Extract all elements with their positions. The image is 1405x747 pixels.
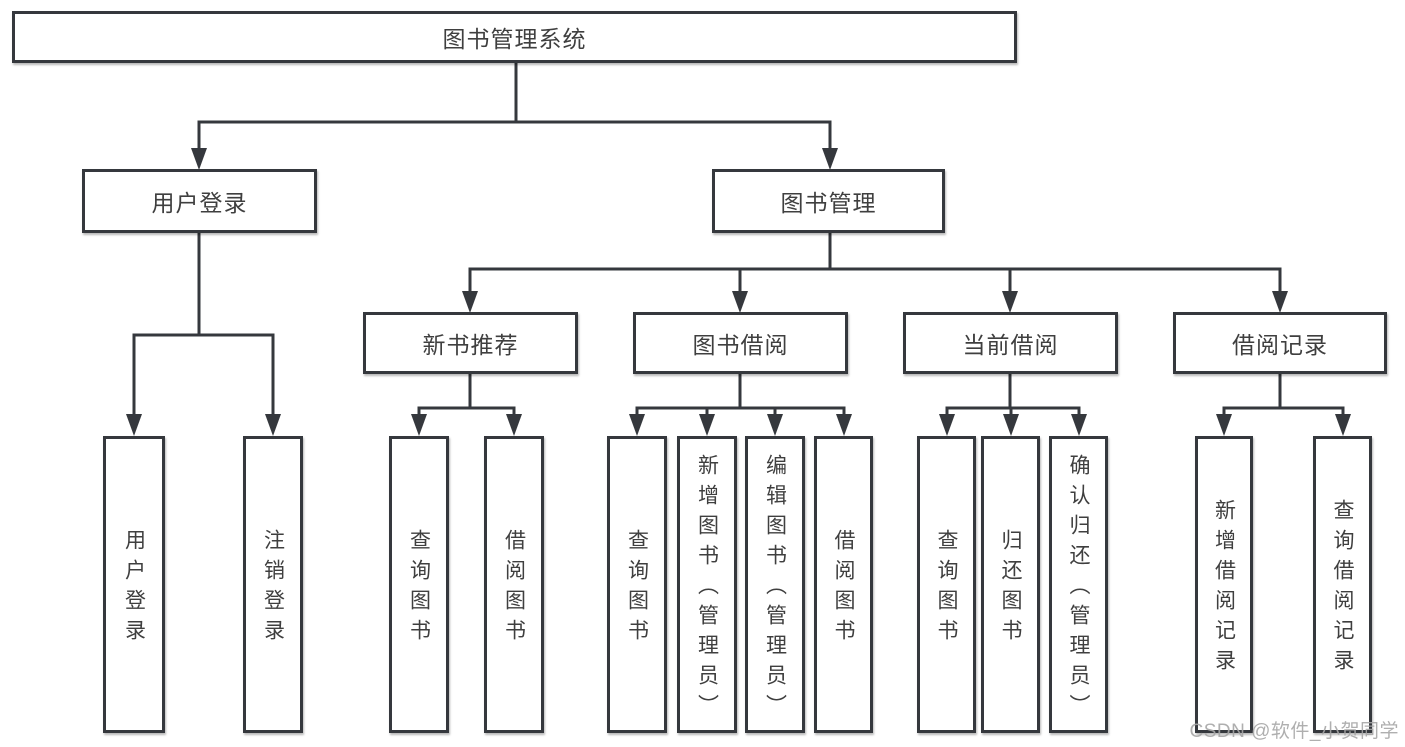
leaf-logout: 注销登录 (243, 436, 303, 733)
node-label: 确认归还（管理员） (1067, 454, 1090, 724)
leaf-nbr-borrow-books: 借阅图书 (484, 436, 544, 733)
node-label: 借阅记录 (1232, 332, 1328, 358)
arrow-down-icon (836, 414, 852, 436)
arrow-down-icon (732, 291, 748, 313)
leaf-user-login: 用户登录 (103, 436, 165, 733)
leaf-br-add-record: 新增借阅记录 (1195, 436, 1253, 733)
leaf-cb-confirm-return: 确认归还（管理员） (1049, 436, 1108, 733)
arrow-down-icon (822, 148, 838, 170)
arrow-down-icon (265, 414, 281, 436)
leaf-bb-borrow-books: 借阅图书 (814, 436, 873, 733)
arrow-down-icon (191, 148, 207, 170)
node-new-book-recommendation: 新书推荐 (363, 312, 578, 374)
node-book-borrowing: 图书借阅 (633, 312, 848, 374)
connector-root-to-level2 (197, 63, 832, 152)
leaf-bb-edit-books: 编辑图书（管理员） (745, 436, 805, 733)
arrowheads (126, 148, 1351, 436)
node-label: 图书管理系统 (442, 26, 587, 52)
arrow-down-icon (699, 414, 715, 436)
arrow-down-icon (1002, 291, 1018, 313)
arrow-down-icon (506, 414, 522, 436)
node-label: 查询图书 (407, 529, 431, 649)
connector-current-borrowing-children (945, 374, 1081, 418)
arrow-down-icon (767, 414, 783, 436)
connector-borrowing-records-children (1222, 374, 1345, 418)
arrow-down-icon (126, 414, 142, 436)
arrow-down-icon (1071, 414, 1087, 436)
csdn-watermark: CSDN @软件_小贺同学 (1189, 721, 1399, 742)
leaf-cb-return-books: 归还图书 (981, 436, 1040, 733)
arrow-down-icon (1216, 414, 1232, 436)
node-label: 借阅图书 (832, 529, 855, 649)
arrow-down-icon (629, 414, 645, 436)
connector-new-book-children (417, 374, 516, 418)
leaf-br-query-record: 查询借阅记录 (1313, 436, 1372, 733)
node-label: 新书推荐 (422, 332, 519, 358)
node-label: 查询借阅记录 (1331, 499, 1354, 679)
node-label: 借阅图书 (502, 529, 526, 649)
node-root: 图书管理系统 (12, 11, 1017, 63)
arrow-down-icon (462, 291, 478, 313)
node-user-login: 用户登录 (82, 169, 317, 233)
node-label: 查询图书 (625, 529, 649, 649)
node-current-borrowing: 当前借阅 (903, 312, 1118, 374)
node-label: 归还图书 (999, 529, 1022, 649)
node-book-management: 图书管理 (712, 169, 945, 233)
arrow-down-icon (939, 414, 955, 436)
node-label: 图书管理 (780, 190, 877, 216)
node-label: 查询图书 (935, 529, 958, 649)
node-label: 用户登录 (151, 190, 248, 216)
connector-book-borrowing-children (635, 374, 846, 418)
node-borrowing-records: 借阅记录 (1173, 312, 1387, 374)
node-label: 用户登录 (122, 529, 146, 649)
node-label: 新增借阅记录 (1212, 499, 1236, 679)
arrow-down-icon (1003, 414, 1019, 436)
leaf-bb-query-books: 查询图书 (607, 436, 667, 733)
node-label: 图书借阅 (692, 332, 789, 358)
arrow-down-icon (1335, 414, 1351, 436)
leaf-nbr-query-books: 查询图书 (389, 436, 449, 733)
node-label: 当前借阅 (962, 332, 1059, 358)
arrow-down-icon (1272, 291, 1288, 313)
connector-book-management-children (468, 233, 1282, 295)
arrow-down-icon (411, 414, 427, 436)
node-label: 新增图书（管理员） (695, 454, 719, 724)
node-label: 注销登录 (261, 529, 285, 649)
node-label: 编辑图书（管理员） (763, 454, 787, 724)
leaf-cb-query-books: 查询图书 (917, 436, 976, 733)
connector-user-login-children (132, 233, 275, 418)
leaf-bb-add-books: 新增图书（管理员） (677, 436, 737, 733)
